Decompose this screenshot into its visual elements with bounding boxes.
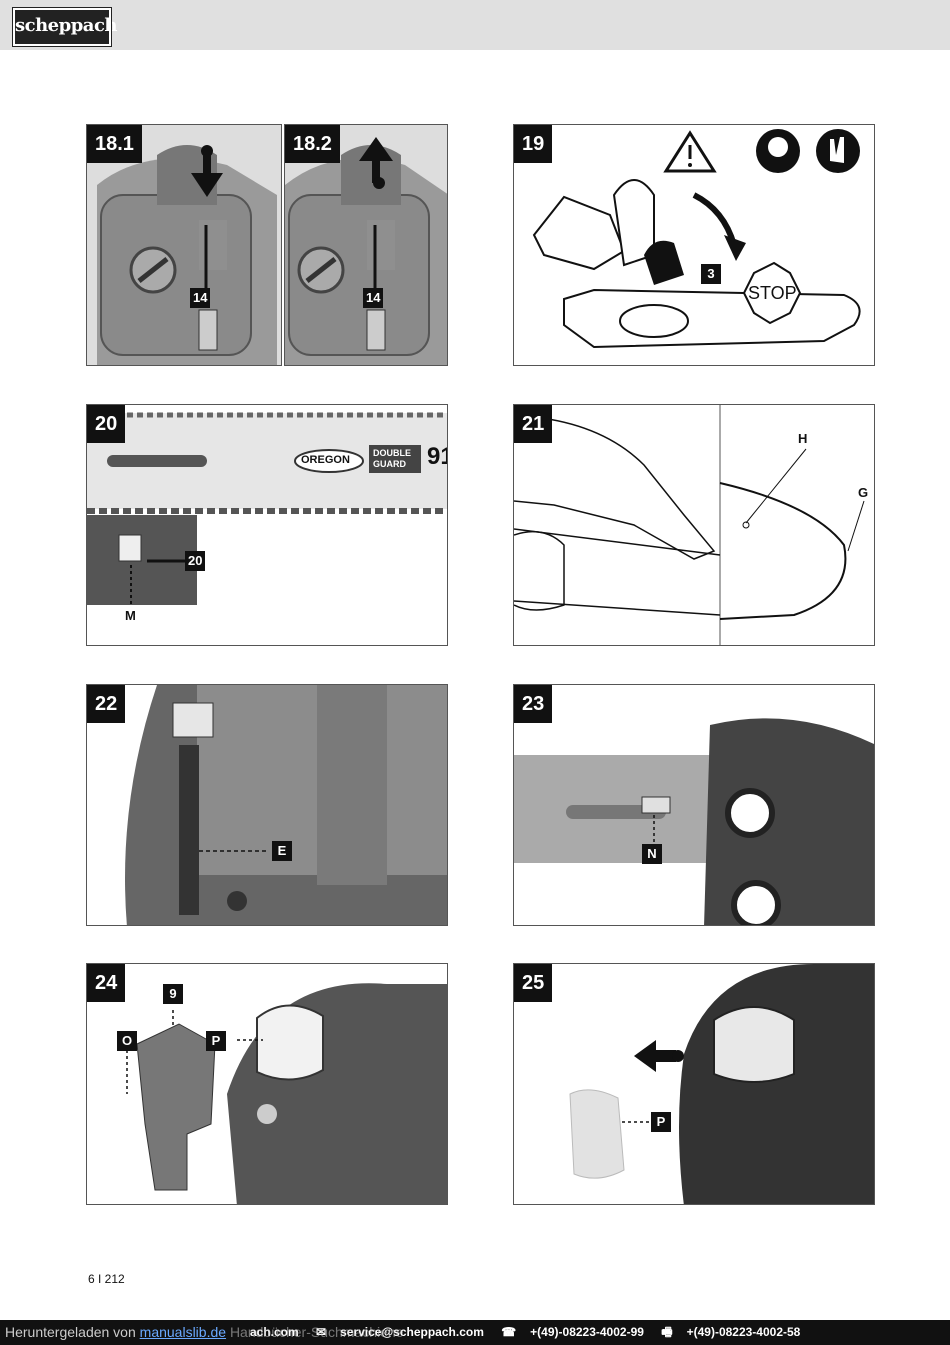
bar-code-text: 91 [427, 443, 447, 470]
figure-number: 22 [87, 685, 126, 723]
label-14: 14 [363, 288, 384, 308]
figure-24: 24 9 O P [86, 963, 448, 1205]
figure-18-2: 18.2 14 [284, 124, 448, 366]
double-guard-text-2: GUARD [373, 459, 406, 469]
label-m: M [125, 608, 136, 623]
email-icon: ✉ [316, 1325, 327, 1339]
phone-icon: ☎ [501, 1325, 517, 1339]
figure-number: 25 [514, 964, 553, 1002]
figure-25: 25 P [513, 963, 875, 1205]
guide-bar-maintenance-illustration [514, 405, 874, 645]
label-n: N [642, 844, 662, 864]
chain-tension-illustration [87, 405, 447, 645]
page-footer: ach.com ✉ service@scheppach.com ☎ +(49)-08… [0, 1320, 950, 1345]
manualslib-link[interactable]: manualslib.de [139, 1324, 227, 1340]
figure-number: 18.2 [285, 125, 340, 163]
figure-20: 20 20 M OREGON DOUBLE GUARD 91 [86, 404, 448, 646]
label-g: G [858, 485, 869, 500]
brand-logo: scheppach [12, 7, 118, 47]
email-text: service@scheppach.com [340, 1325, 484, 1339]
figure-18-1: 18.1 14 [86, 124, 282, 366]
double-guard-text-1: DOUBLE [373, 448, 411, 458]
fax-text: +(49)-08223-4002-58 [686, 1325, 801, 1339]
oregon-logo [294, 449, 364, 473]
download-prefix: Heruntergeladen von [5, 1324, 136, 1340]
label-9: 9 [163, 984, 183, 1004]
chainsaw-choke-down-illustration [87, 125, 281, 365]
website-text: ach.com [250, 1325, 299, 1339]
air-filter-cover-removed-illustration [87, 964, 447, 1204]
oregon-text: OREGON [301, 454, 350, 466]
label-o: O [117, 1031, 137, 1051]
page-number: 6 I 212 [88, 1272, 125, 1286]
label-p: P [206, 1031, 226, 1051]
phone-text: +(49)-08223-4002-99 [530, 1325, 644, 1339]
download-banner: Heruntergeladen von manualslib.de Handbü… [5, 1320, 404, 1345]
figure-19: 19 3 STOP [513, 124, 875, 366]
figure-number: 20 [87, 405, 126, 443]
label-3: 3 [701, 264, 721, 284]
sprocket-cover-illustration [87, 685, 447, 925]
label-14: 14 [190, 288, 211, 308]
figure-number: 24 [87, 964, 126, 1002]
page-header: scheppach [0, 0, 950, 50]
label-h: H [798, 431, 808, 446]
figure-23: 23 N [513, 684, 875, 926]
figure-number: 23 [514, 685, 553, 723]
air-filter-removal-illustration [514, 964, 874, 1204]
footer-contact: ach.com ✉ service@scheppach.com ☎ +(49)-08… [250, 1320, 814, 1345]
figure-number: 18.1 [87, 125, 142, 163]
figure-21: 21 H G [513, 404, 875, 646]
figure-22: 22 E [86, 684, 448, 926]
bar-bolt-illustration [514, 685, 874, 925]
figure-number: 19 [514, 125, 553, 163]
label-p: P [651, 1112, 671, 1132]
chainsaw-choke-up-illustration [285, 125, 447, 365]
chain-brake-hand-illustration [532, 129, 861, 349]
stop-sign-text: STOP [748, 283, 797, 303]
fax-icon: 🖷 [661, 1325, 673, 1339]
figure-number: 21 [514, 405, 553, 443]
double-guard-logo [369, 445, 421, 473]
download-suffix: Handbücher-Suchmachiene [229, 1324, 404, 1340]
label-e: E [272, 841, 292, 861]
label-20: 20 [185, 551, 206, 571]
